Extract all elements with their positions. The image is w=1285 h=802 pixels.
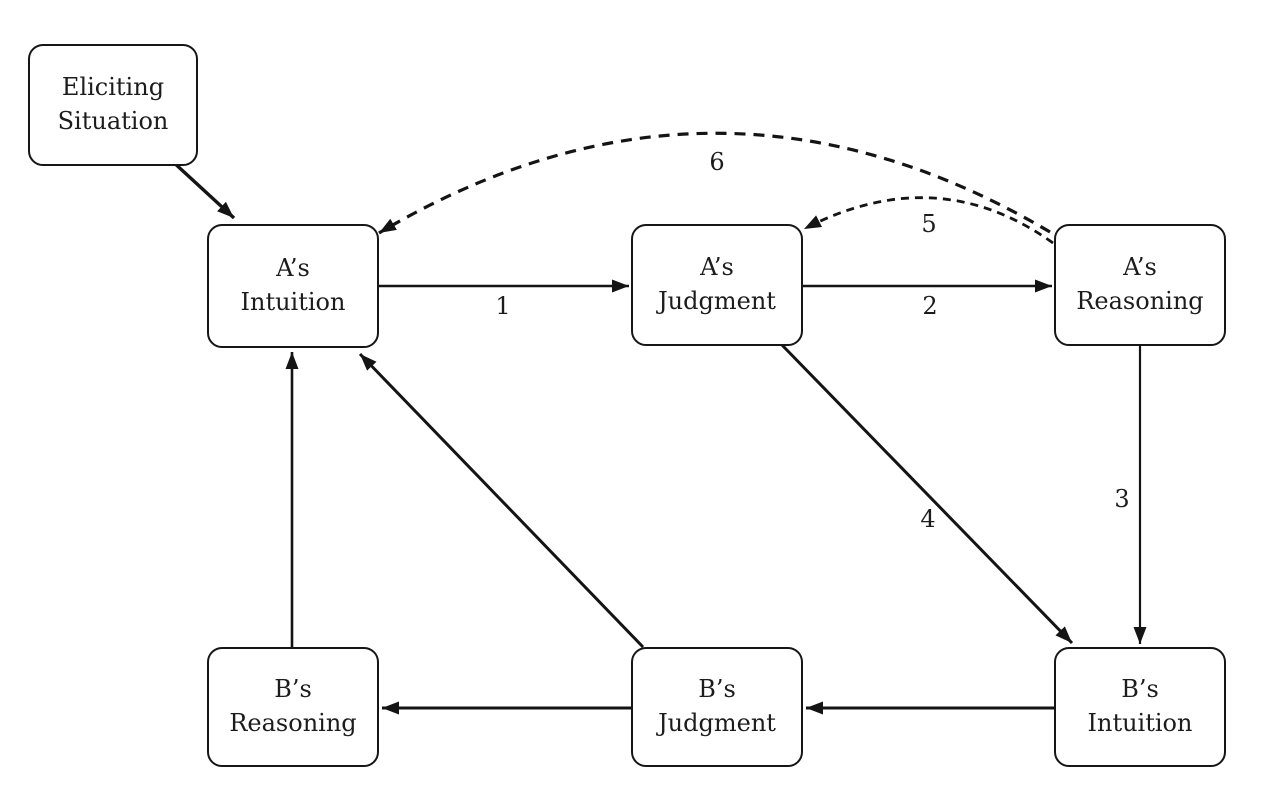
node-b-intuition-box — [1054, 647, 1226, 767]
node-b-reasoning-line1: B’s — [274, 675, 312, 703]
edge-eliciting-to-a-intuition — [169, 158, 236, 220]
edge-label-1: 1 — [495, 292, 510, 320]
edge-label-4: 4 — [920, 505, 935, 533]
node-a-intuition: A’s Intuition — [207, 224, 379, 348]
node-eliciting-situation-box — [28, 44, 198, 166]
edge-4-a-judgment-to-b-intuition — [780, 343, 1074, 645]
node-a-judgment-line1: A’s — [699, 253, 734, 281]
node-b-reasoning-line2: Reasoning — [229, 709, 356, 737]
node-a-judgment: A’s Judgment — [631, 224, 803, 346]
edge-labels-group: 1 2 3 4 5 6 — [495, 148, 1129, 533]
node-b-judgment-box — [631, 647, 803, 767]
node-b-judgment-line1: B’s — [698, 675, 736, 703]
edges-group — [169, 131, 1147, 715]
node-eliciting-situation-line2: Situation — [58, 107, 169, 135]
node-b-reasoning-box — [207, 647, 379, 767]
node-eliciting-situation: Eliciting Situation — [28, 44, 198, 166]
node-a-reasoning-line1: A’s — [1122, 253, 1157, 281]
node-b-intuition-line2: Intuition — [1088, 709, 1193, 737]
nodes-group: Eliciting Situation A’s Intuition A’s Ju… — [28, 44, 1226, 767]
node-a-intuition-box — [207, 224, 379, 348]
edge-5-a-reasoning-to-a-judgment-dashed — [803, 196, 1054, 245]
node-b-judgment: B’s Judgment — [631, 647, 803, 767]
node-a-intuition-line1: A’s — [275, 254, 310, 282]
node-a-reasoning: A’s Reasoning — [1054, 224, 1226, 346]
node-b-intuition: B’s Intuition — [1054, 647, 1226, 767]
node-b-reasoning: B’s Reasoning — [207, 647, 379, 767]
node-b-judgment-line2: Judgment — [655, 709, 776, 737]
edge-label-6: 6 — [709, 148, 724, 176]
node-a-reasoning-line2: Reasoning — [1076, 287, 1203, 315]
node-a-judgment-line2: Judgment — [655, 287, 776, 315]
node-a-intuition-line2: Intuition — [241, 288, 346, 316]
edge-b-judgment-to-a-intuition — [358, 352, 645, 649]
node-b-intuition-line1: B’s — [1121, 675, 1159, 703]
edge-label-3: 3 — [1114, 485, 1129, 513]
node-a-reasoning-box — [1054, 224, 1226, 346]
edge-label-2: 2 — [922, 292, 937, 320]
node-a-judgment-box — [631, 224, 803, 346]
node-eliciting-situation-line1: Eliciting — [62, 73, 164, 101]
edge-label-5: 5 — [921, 210, 936, 238]
